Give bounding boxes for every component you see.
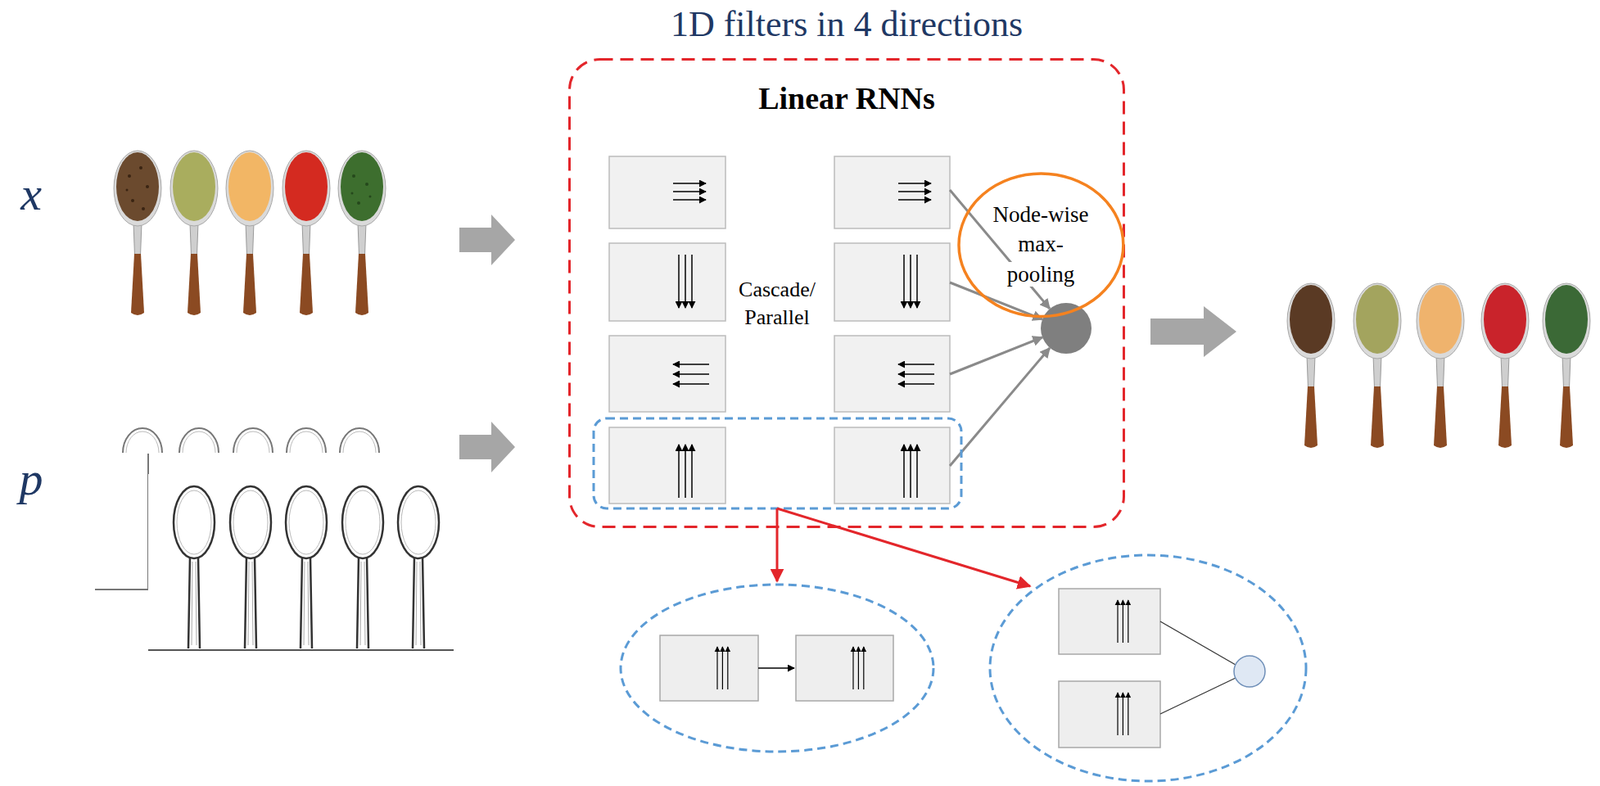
cascade-callout [620, 584, 934, 752]
output-image [1287, 283, 1591, 448]
input-variable: x [8, 167, 55, 221]
cascade-arrow [758, 667, 795, 669]
direction-glyphs [673, 183, 935, 498]
mode-note: Cascade/ Parallel [727, 275, 827, 332]
parallel-callout [989, 555, 1307, 782]
edge-image [94, 428, 454, 653]
merge-dot [1233, 655, 1266, 688]
flow-arrow [459, 421, 516, 473]
edge-variable: p [8, 452, 55, 506]
flow-arrow [1150, 306, 1237, 358]
callout-glyphs [717, 600, 1129, 736]
highlight-box [593, 418, 962, 509]
module-heading: Linear RNNs [568, 81, 1126, 118]
text-wrap: Node-wise max-pooling [987, 199, 1094, 291]
filter-boxes [609, 156, 950, 504]
callout-boxes [659, 588, 1161, 748]
node-label: Node-wise max-pooling [993, 202, 1090, 288]
callout-arrows [777, 508, 1031, 587]
flow-arrow [459, 214, 516, 266]
module-border [569, 59, 1125, 528]
node-outline [568, 58, 1126, 529]
pooling-ellipse [958, 173, 1124, 317]
pooling-node: Node-wise max-pooling [957, 171, 1126, 318]
input-image [113, 150, 386, 316]
pooling-dot [1040, 302, 1092, 354]
diagram-title: 1D filters in 4 directions [519, 4, 1175, 45]
parallel-lines [1160, 621, 1236, 715]
rnn-module: Linear RNNsNode-wise max-pooling [568, 58, 1126, 529]
